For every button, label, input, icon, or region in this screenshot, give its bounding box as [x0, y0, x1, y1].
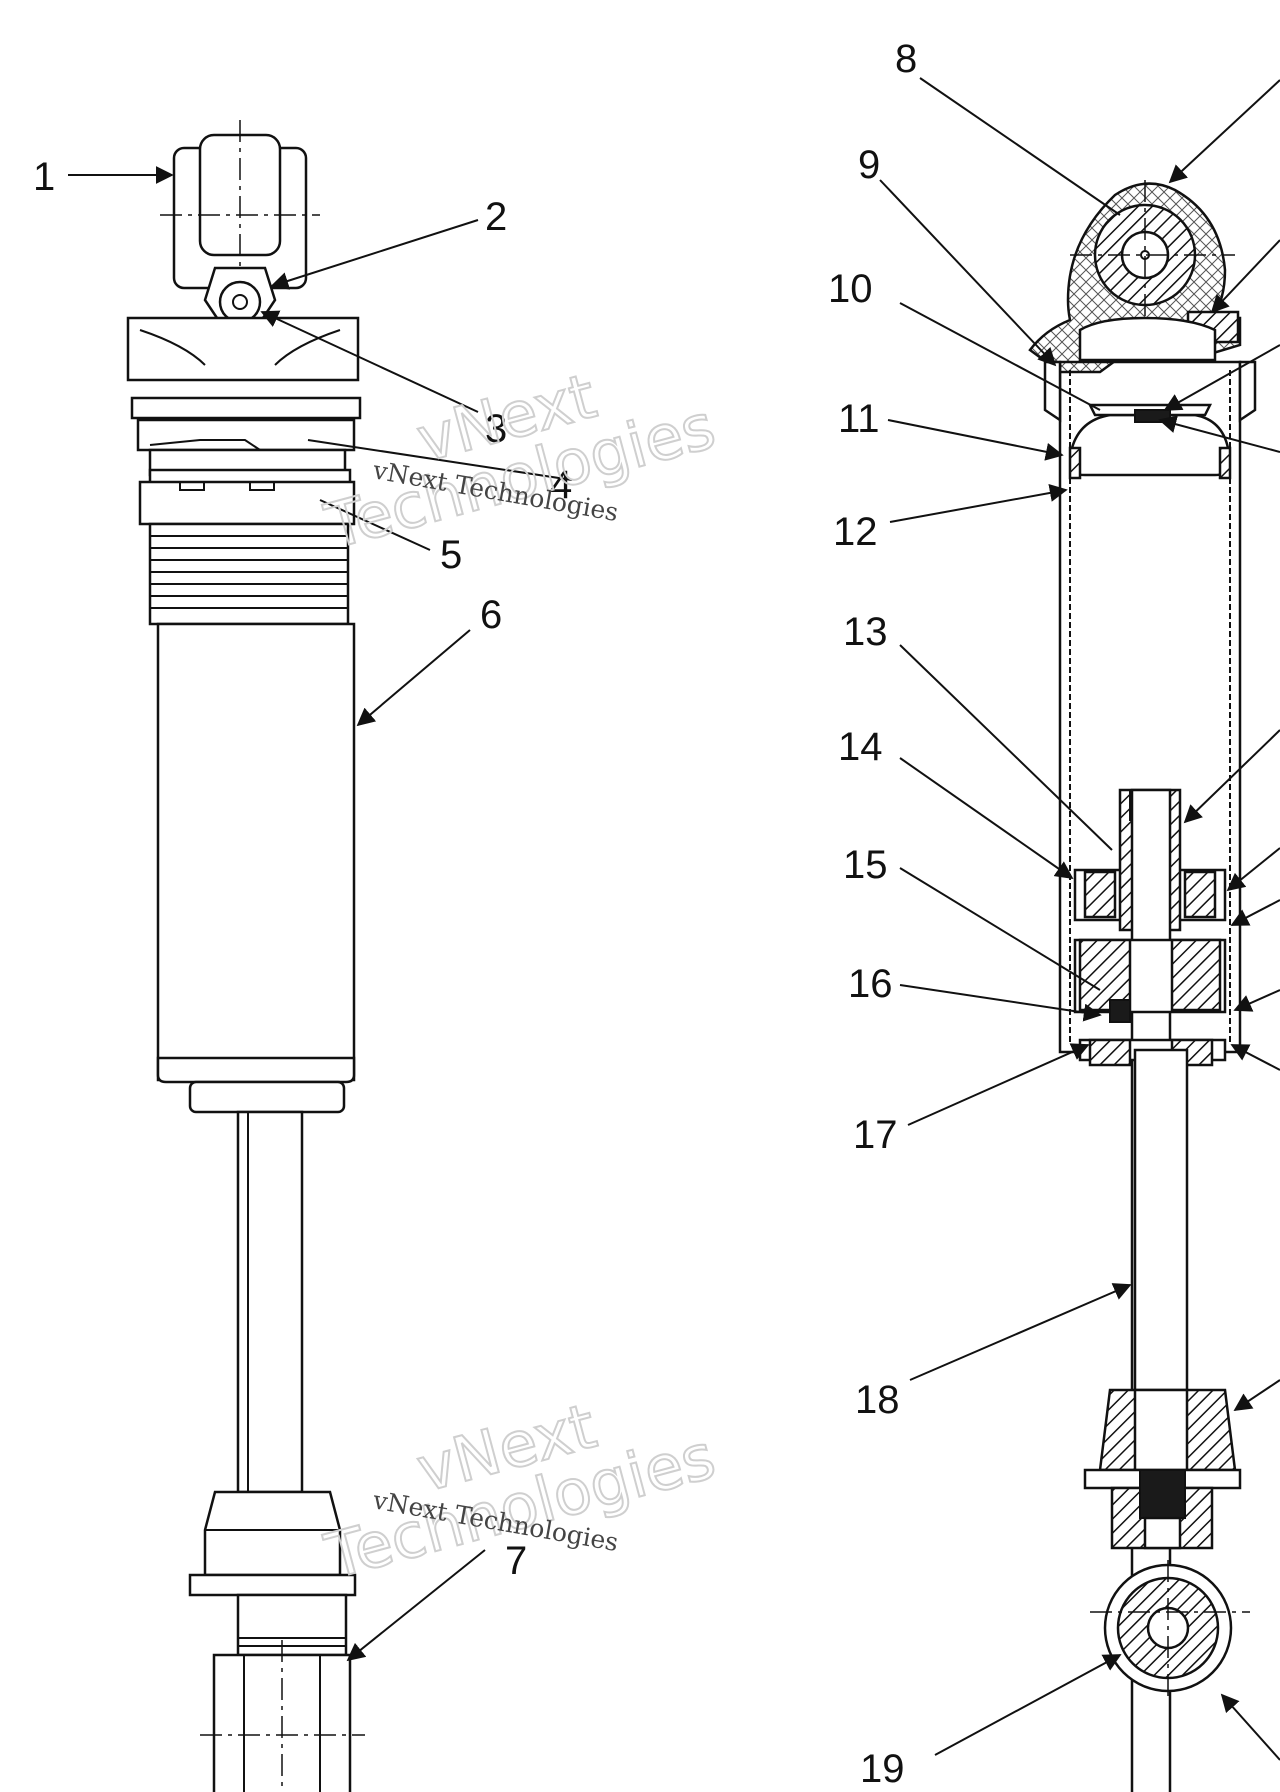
- threaded-section: [148, 522, 350, 626]
- callout-4: 4: [550, 463, 572, 507]
- watermark-top: vNext Technologies: [317, 358, 724, 564]
- callout-14: 14: [838, 725, 883, 769]
- callout-19: 19: [860, 1747, 905, 1791]
- callout-3: 3: [485, 407, 507, 451]
- exterior-view: [126, 120, 365, 1792]
- callout-15: 15: [843, 843, 888, 887]
- callout-9: 9: [858, 143, 880, 187]
- bottom-bumper: [203, 1490, 342, 1577]
- callout-16: 16: [848, 962, 893, 1006]
- callout-5: 5: [440, 533, 462, 577]
- shock-body: [156, 622, 356, 1082]
- lock-collar: [138, 480, 356, 526]
- callout-6: 6: [480, 593, 502, 637]
- callout-17: 17: [853, 1113, 898, 1157]
- callout-18: 18: [855, 1378, 900, 1422]
- callout-labels: 1 2 3 4 5 6 7 8 9 10 11 12 13 14 15 16 1…: [33, 37, 917, 1791]
- leader-lines: [68, 77, 1280, 1761]
- callout-13: 13: [843, 610, 888, 654]
- callout-11: 11: [838, 397, 880, 441]
- callout-2: 2: [485, 195, 507, 239]
- callout-12: 12: [833, 510, 878, 554]
- floating-piston: [1070, 413, 1230, 477]
- callout-7: 7: [505, 1539, 527, 1583]
- cutaway-view: [1028, 180, 1257, 1792]
- callout-1: 1: [33, 155, 55, 199]
- callout-10: 10: [828, 267, 873, 311]
- reservoir-cap: [126, 316, 360, 382]
- callout-8: 8: [895, 37, 917, 81]
